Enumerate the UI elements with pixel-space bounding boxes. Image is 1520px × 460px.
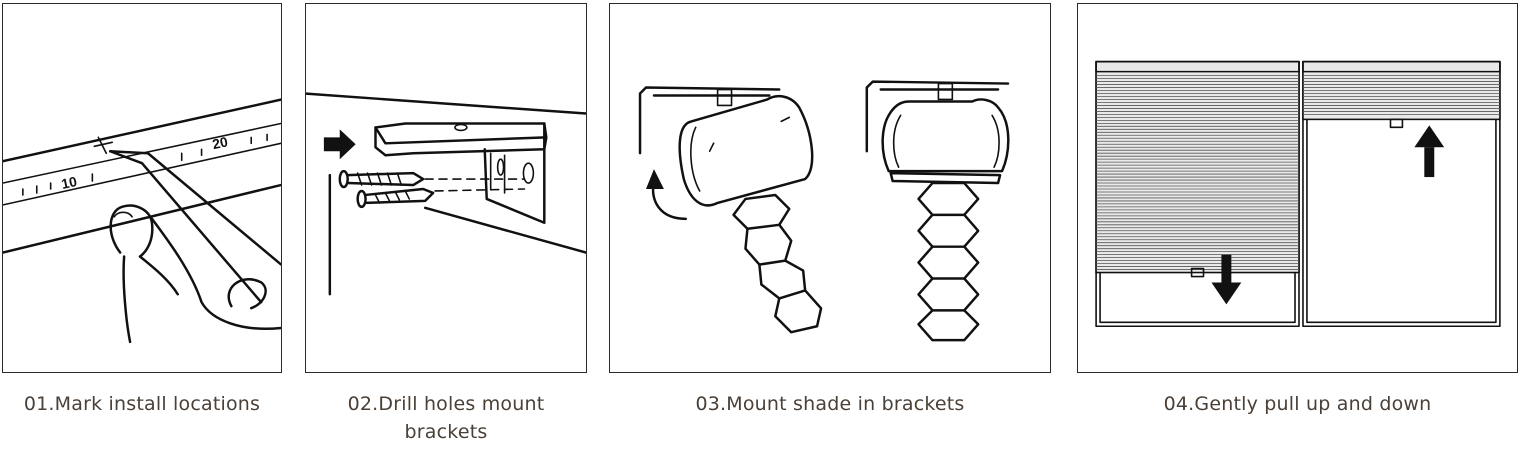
honeycomb-chain-right [917,181,980,342]
step-2-caption: 02.Drill holes mount brackets [347,393,545,443]
up-arrow-icon [1414,125,1445,178]
mount-shade-illustration [638,80,1010,342]
step-2-panel [305,3,587,373]
down-arrow-icon [1211,254,1242,305]
drill-holes-illustration [306,92,586,296]
ruler-tick-label-10: 10 [60,173,79,192]
pull-shade-illustration [1095,60,1501,328]
ruler-ticks [22,133,268,196]
headrail-tilted [638,86,814,207]
step-3-caption: 03.Mount shade in brackets [695,393,965,415]
step-4-panel [1077,3,1518,373]
pencil-icon [108,150,281,310]
bracket-illustration [374,122,548,224]
honeycomb-chain-left [732,193,823,334]
screw-illustration [338,169,435,209]
step-1-caption: 01.Mark install locations [23,393,261,415]
window-shade-down [1095,60,1300,328]
headrail-mounted [865,80,1010,185]
mark-install-illustration: 10 20 [3,98,281,344]
step-3-panel [609,3,1051,373]
step-4-caption: 04.Gently pull up and down [1163,393,1432,415]
rotate-arrow-icon [646,169,688,221]
window-shade-up [1302,60,1501,328]
step-1-panel: 10 20 [2,3,282,373]
ruler-tick-label-20: 20 [211,133,230,152]
drill-arrow-icon [323,129,356,160]
hand-illustration [109,204,281,344]
